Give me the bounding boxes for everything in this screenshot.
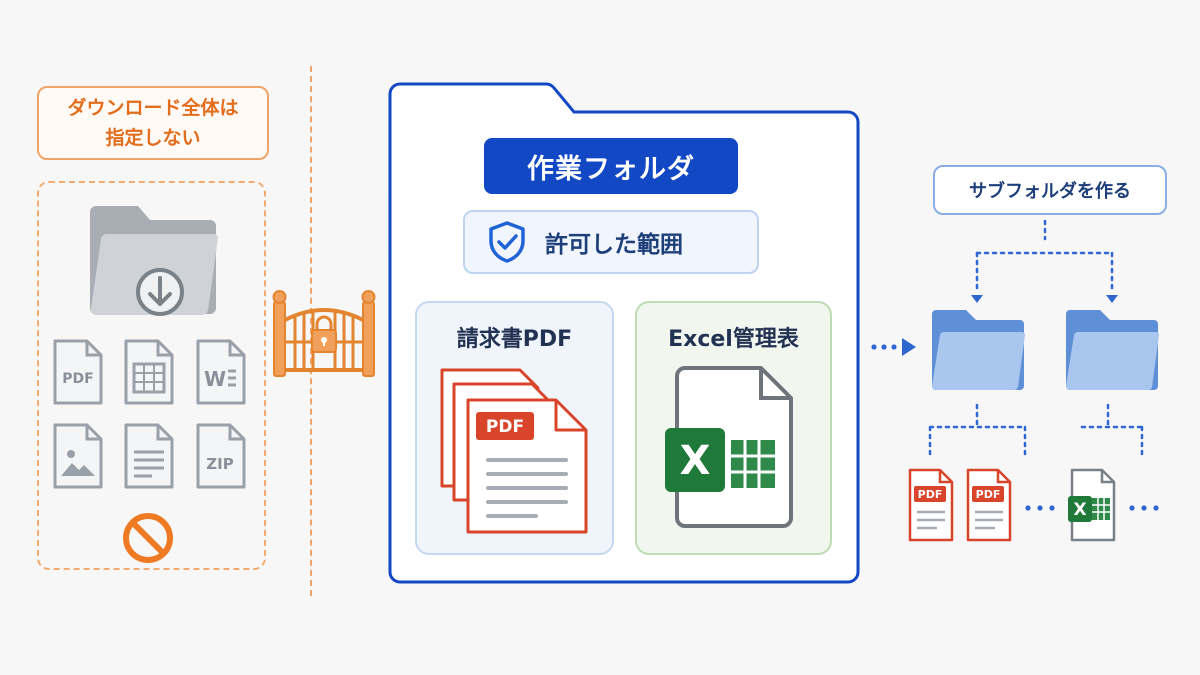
image-file-icon (53, 423, 103, 489)
svg-text:PDF: PDF (62, 371, 93, 387)
svg-text:ZIP: ZIP (206, 455, 233, 473)
small-pdf-icon-1: PDF (908, 468, 954, 542)
excel-file-icon: X (665, 366, 793, 528)
svg-text:X: X (680, 438, 711, 484)
shield-check-icon (489, 221, 525, 263)
note-line-1: ダウンロード全体は (67, 97, 239, 119)
permitted-scope-label: 許可した範囲 (545, 232, 683, 258)
excel-sheet-title: Excel管理表 (668, 327, 799, 352)
create-subfolder-note: サブフォルダを作る (933, 165, 1167, 215)
small-excel-icon: X (1068, 468, 1116, 542)
word-file-icon: W (196, 339, 246, 405)
download-area-box (37, 181, 266, 570)
subfolder-icon-1 (932, 310, 1025, 391)
more-dots-2 (1129, 505, 1159, 511)
permitted-scope-badge: 許可した範囲 (463, 210, 759, 274)
note-line-2: 指定しない (105, 127, 201, 149)
svg-text:PDF: PDF (976, 488, 1001, 501)
zip-file-icon: ZIP (196, 423, 246, 489)
subfolder-icon-2 (1066, 310, 1159, 391)
svg-text:PDF: PDF (918, 488, 943, 501)
locked-gate-icon (272, 290, 376, 377)
svg-text:W: W (204, 367, 226, 391)
downloads-folder-icon (90, 206, 218, 316)
small-pdf-icon-2: PDF (966, 468, 1012, 542)
svg-text:PDF: PDF (486, 417, 524, 437)
invoice-pdf-title: 請求書PDF (456, 327, 573, 352)
pdf-file-icon: PDF (53, 339, 103, 405)
section-divider (310, 66, 312, 596)
dotted-arrow (871, 338, 916, 356)
more-dots-1 (1025, 505, 1055, 511)
stacked-pdf-icon: PDF (440, 368, 588, 534)
no-entry-icon (123, 513, 173, 563)
text-file-icon (124, 423, 174, 489)
spreadsheet-file-icon (124, 339, 174, 405)
work-folder-title: 作業フォルダ (484, 138, 738, 194)
svg-text:X: X (1073, 500, 1086, 520)
subfolder-connectors (928, 219, 1144, 457)
download-scope-note: ダウンロード全体は 指定しない (37, 86, 269, 160)
